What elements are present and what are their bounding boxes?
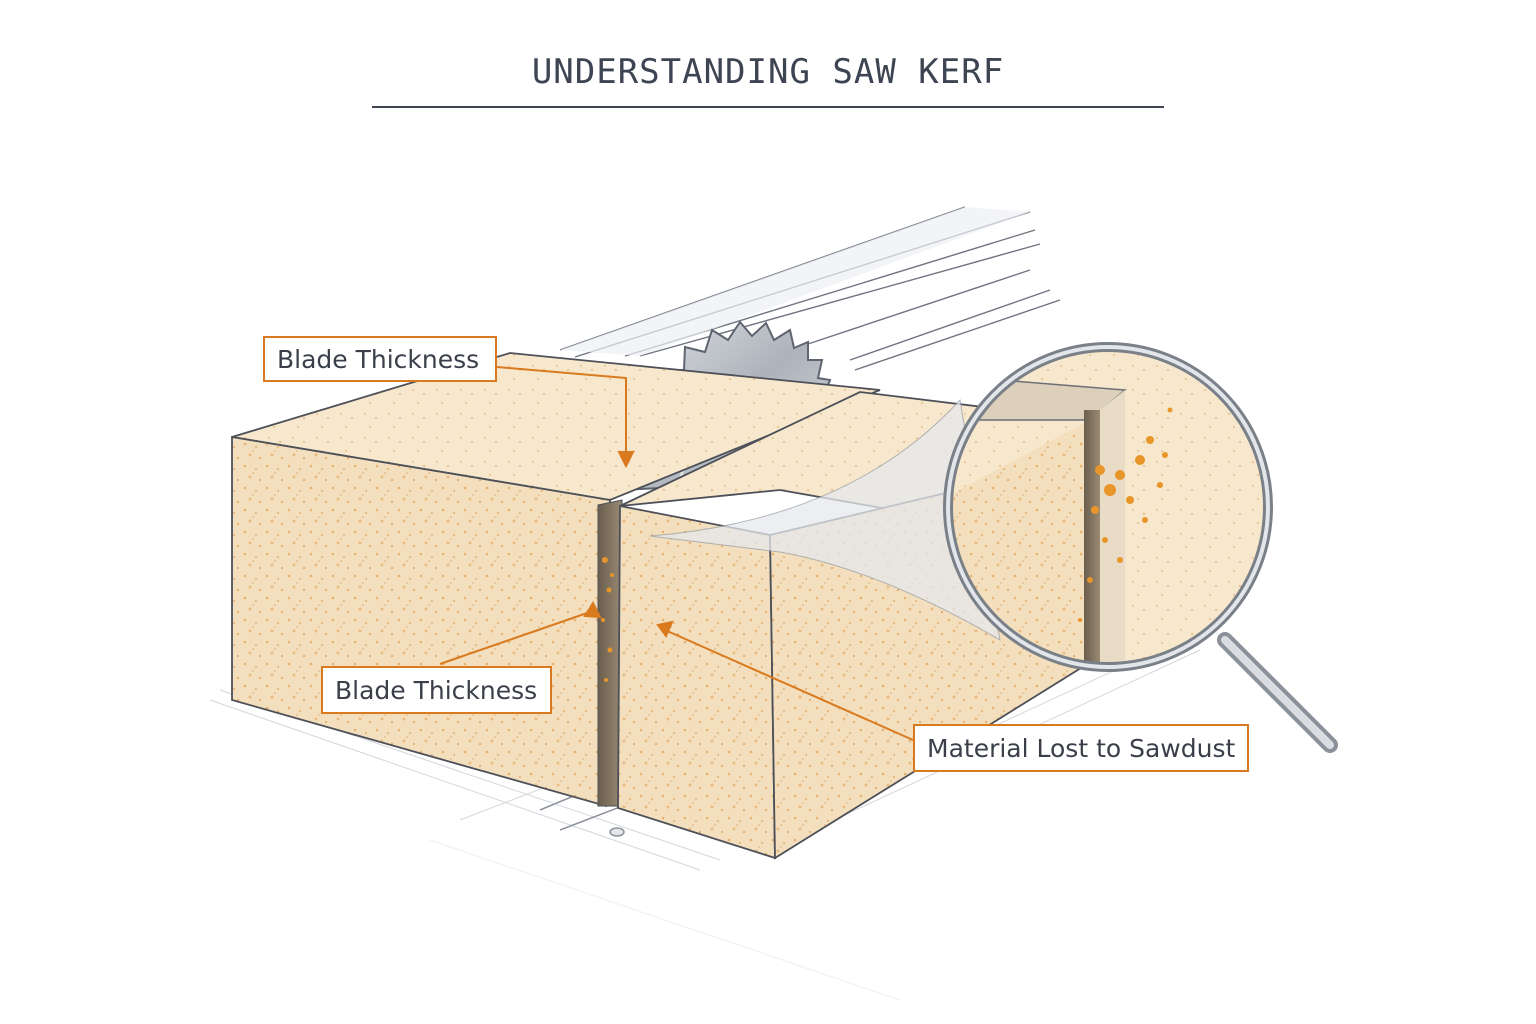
material-lost-label: Material Lost to Sawdust xyxy=(913,724,1249,772)
callout-arrows xyxy=(439,366,914,741)
page-title: UNDERSTANDING SAW KERF xyxy=(531,52,1005,92)
blade-thickness-label-top: Blade Thickness xyxy=(263,336,497,382)
blade-thickness-label-middle: Blade Thickness xyxy=(321,666,552,714)
title-underline xyxy=(372,106,1164,108)
